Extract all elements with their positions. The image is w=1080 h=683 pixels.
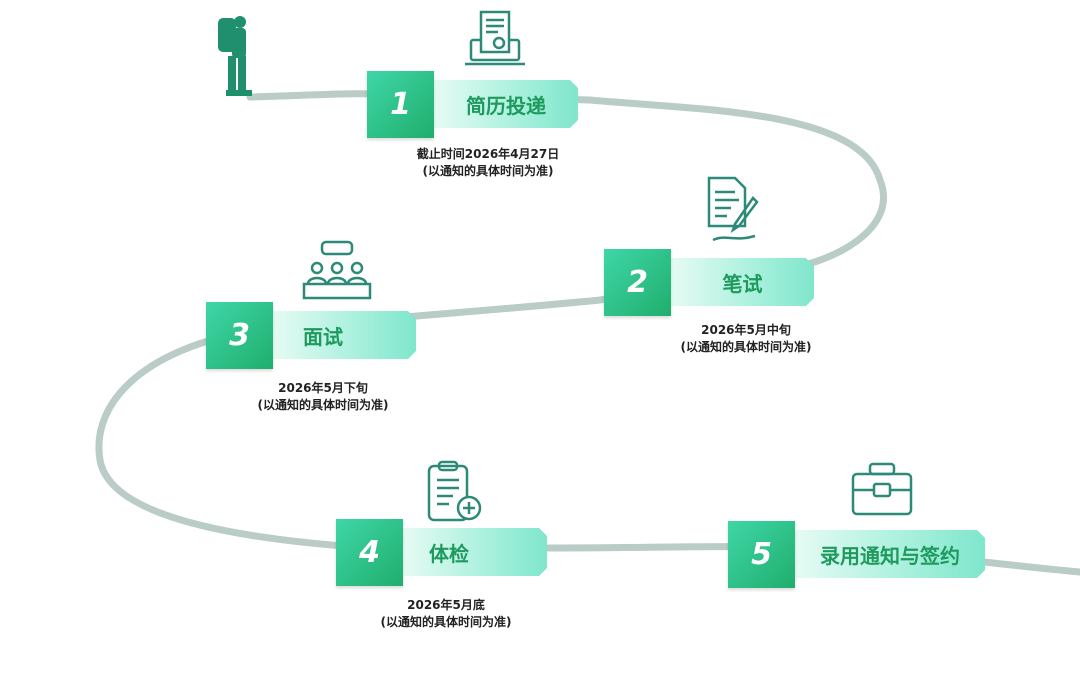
document-pen-icon xyxy=(707,176,759,242)
briefcase-icon xyxy=(851,462,913,516)
note-remark: (以通知的具体时间为准) xyxy=(380,615,512,629)
note-remark: (以通知的具体时间为准) xyxy=(422,164,554,178)
step-2-note: 2026年5月中旬 (以通知的具体时间为准) xyxy=(681,322,812,356)
resume-laptop-icon xyxy=(465,10,525,66)
hiker-icon xyxy=(218,16,252,96)
interview-panel-icon xyxy=(302,240,372,300)
step-1-note: 截止时间2026年4月27日 (以通知的具体时间为准) xyxy=(417,146,559,180)
medical-clipboard-icon xyxy=(427,460,482,522)
step-number: 5 xyxy=(728,521,795,588)
note-date: 2026年5月中旬 xyxy=(701,323,791,337)
note-date: 2026年5月底 xyxy=(407,598,485,612)
step-3-note: 2026年5月下旬 (以通知的具体时间为准) xyxy=(258,380,389,414)
step-label: 简历投递 xyxy=(434,80,578,128)
step-number: 4 xyxy=(336,519,403,586)
note-date: 2026年5月下旬 xyxy=(278,381,368,395)
note-remark: (以通知的具体时间为准) xyxy=(257,398,389,412)
step-label: 体检 xyxy=(403,528,547,576)
step-label: 录用通知与签约 xyxy=(795,530,985,578)
step-label: 面试 xyxy=(273,311,416,359)
step-number: 3 xyxy=(206,302,273,369)
step-number: 1 xyxy=(367,71,434,138)
step-number: 2 xyxy=(604,249,671,316)
note-date: 截止时间2026年4月27日 xyxy=(416,147,560,161)
note-remark: (以通知的具体时间为准) xyxy=(680,340,812,354)
step-4-note: 2026年5月底 (以通知的具体时间为准) xyxy=(381,597,512,631)
step-label: 笔试 xyxy=(671,258,814,306)
